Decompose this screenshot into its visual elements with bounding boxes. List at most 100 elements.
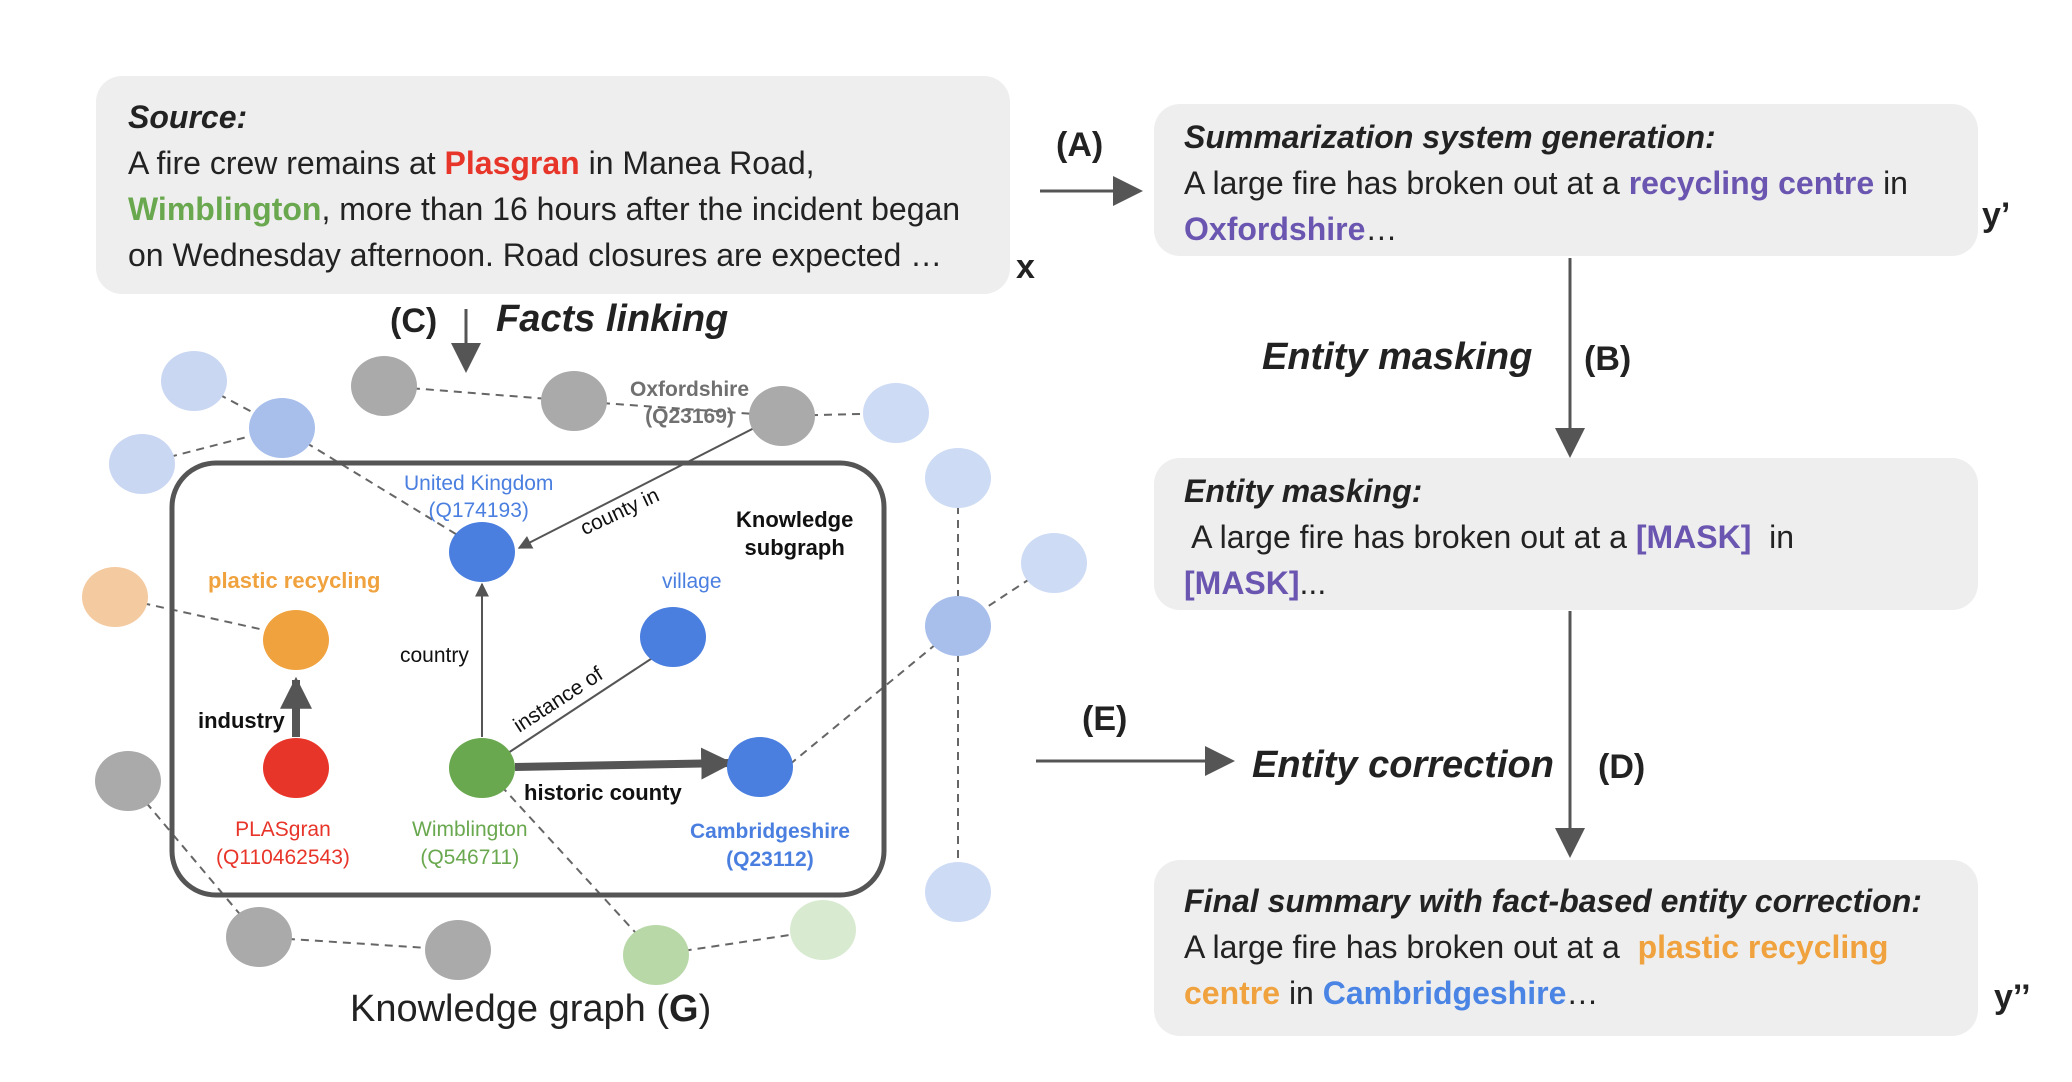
source-entity-plasgran: Plasgran [444,145,580,181]
masking-text: ... [1299,565,1327,601]
mask-token-1: [MASK] [1635,519,1752,555]
knowledge-subgraph-label: Knowledge subgraph [736,506,853,562]
graph-node [351,356,417,416]
final-line-2: centre in Cambridgeshire… [1184,970,1978,1016]
united-kingdom-label: United Kingdom (Q174193) [404,470,553,524]
source-line-2: Wimblington, more than 16 hours after th… [128,186,1010,232]
graph-node [863,383,929,443]
graph-node [541,371,607,431]
edge-county-in [517,420,769,549]
caption-text: Knowledge graph ( [350,988,669,1030]
knowledge-subgraph-line-2: subgraph [744,535,845,560]
generation-text: … [1365,211,1398,247]
graph-node [109,434,175,494]
oxfordshire-label: Oxfordshire (Q23169) [630,376,749,430]
source-variable-x: x [1016,248,1035,286]
graph-node [82,567,148,627]
plasgran-label: PLASgran (Q110462543) [216,816,350,872]
caption-bold-g: G [669,988,699,1030]
step-label-e: (E) [1082,700,1128,738]
final-text: in [1280,975,1323,1011]
final-entity-plastic-recycling: plastic recycling [1637,929,1889,965]
generation-box: Summarization system generation: A large… [1154,104,1978,256]
graph-node [925,448,991,508]
step-label-b: (B) [1584,340,1632,378]
cambridgeshire-node [727,737,793,797]
generation-text: in [1874,165,1908,201]
plastic-recycling-node [263,610,329,670]
final-heading: Final summary with fact-based entity cor… [1184,883,1922,919]
graph-node [425,920,491,980]
facts-linking-label: Facts linking [496,298,729,340]
graph-node [249,398,315,458]
plastic-recycling-label: plastic recycling [208,568,381,593]
wimblington-node [449,738,515,798]
entity-masking-label: Entity masking [1262,336,1533,378]
source-text: in Manea Road, [579,145,815,181]
oxfordshire-node [749,386,815,446]
plasgran-node [263,738,329,798]
generation-line-1: A large fire has broken out at a recycli… [1184,160,1978,206]
source-text: , more than 16 hours after the incident … [321,191,961,227]
masking-text: in [1751,519,1795,555]
entity-correction-label: Entity correction [1252,744,1554,786]
wimblington-name: Wimblington [412,818,528,841]
final-entity-centre: centre [1184,975,1281,1011]
step-label-c: (C) [390,302,438,340]
oxfordshire-name: Oxfordshire [630,378,750,401]
knowledge-subgraph-line-1: Knowledge [736,507,854,532]
step-label-a: (A) [1056,126,1104,164]
masking-line-1: A large fire has broken out at a [MASK] … [1184,514,1978,560]
edge-instance-of [507,648,668,754]
source-text: A fire crew remains at [128,145,445,181]
generation-entity-recycling-centre: recycling centre [1628,165,1875,201]
source-heading: Source: [128,99,248,135]
source-line-3: on Wednesday afternoon. Road closures ar… [128,237,943,273]
final-text: A large fire has broken out at a [1184,929,1638,965]
step-label-d: (D) [1598,748,1646,786]
village-node [640,607,706,667]
final-text: … [1566,975,1599,1011]
cambridgeshire-name: Cambridgeshire [690,820,850,843]
wimblington-label: Wimblington (Q546711) [412,816,528,872]
graph-node [790,900,856,960]
graph-node [226,907,292,967]
edge-historic-county [514,747,734,780]
knowledge-subgraph-border [169,460,887,898]
final-variable-y-double-prime: y’’ [1994,978,2031,1016]
generation-entity-oxfordshire: Oxfordshire [1184,211,1366,247]
generation-variable-y-prime: y’ [1982,196,2011,234]
mask-token-2: [MASK] [1184,565,1300,601]
united-kingdom-name: United Kingdom [404,472,554,495]
knowledge-graph-caption: Knowledge graph (G) [350,988,711,1031]
source-box: Source: A fire crew remains at Plasgran … [96,76,1010,294]
plasgran-id: (Q110462543) [216,846,350,869]
masking-line-2: [MASK]... [1184,560,1978,606]
oxfordshire-id: (Q23169) [645,405,734,428]
graph-node [925,862,991,922]
dashed-edges [114,380,1055,956]
cambridgeshire-label: Cambridgeshire (Q23112) [690,818,850,874]
edge-label-country: country [400,644,469,667]
graph-node [95,751,161,811]
masking-text: A large fire has broken out at a [1184,519,1636,555]
final-entity-cambridgeshire: Cambridgeshire [1322,975,1567,1011]
graph-node [925,596,991,656]
edge-label-industry: industry [198,708,285,733]
graph-node [1021,533,1087,593]
cambridgeshire-id: (Q23112) [726,848,814,871]
masking-heading: Entity masking: [1184,473,1423,509]
final-line-1: A large fire has broken out at a plastic… [1184,924,1978,970]
generation-text: A large fire has broken out at a [1184,165,1629,201]
source-entity-wimblington: Wimblington [128,191,322,227]
source-line-1: A fire crew remains at Plasgran in Manea… [128,140,1010,186]
united-kingdom-id: (Q174193) [428,499,529,522]
plasgran-name: PLASgran [235,818,331,841]
generation-heading: Summarization system generation: [1184,119,1716,155]
village-label: village [662,570,722,593]
wimblington-id: (Q546711) [420,846,520,869]
final-box: Final summary with fact-based entity cor… [1154,860,1978,1036]
graph-node [623,925,689,985]
generation-line-2: Oxfordshire… [1184,206,1978,252]
